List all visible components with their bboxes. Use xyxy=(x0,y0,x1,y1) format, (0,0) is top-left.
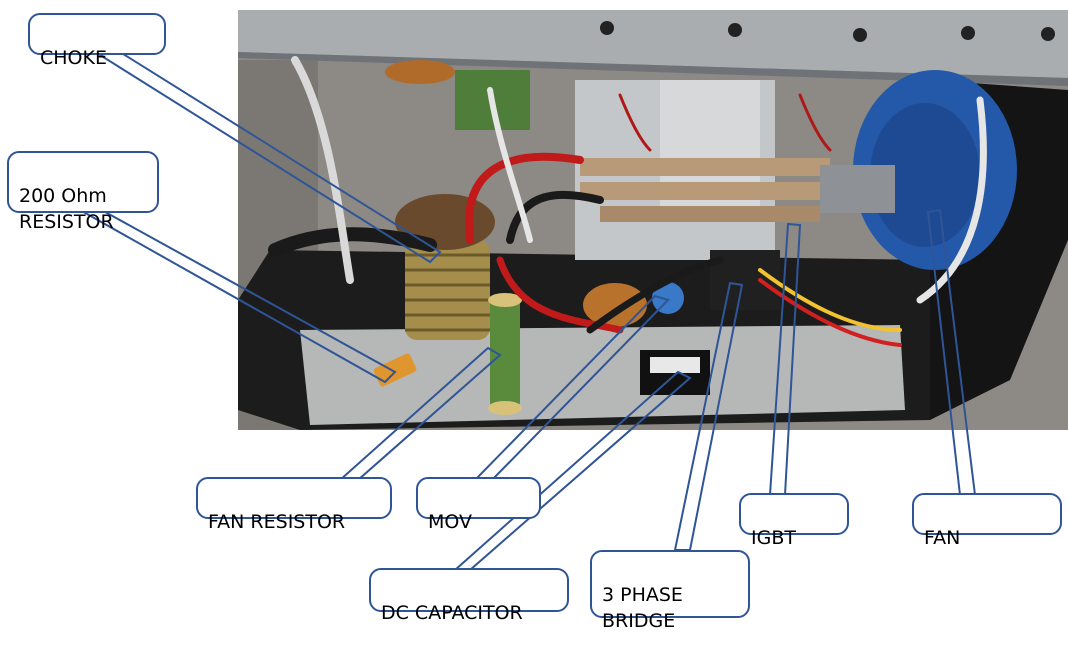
callout-fan-resistor-text: FAN RESISTOR xyxy=(208,511,346,533)
bus-bar xyxy=(580,158,830,176)
callout-fan-resistor: FAN RESISTOR xyxy=(196,477,392,533)
callout-choke-text: CHOKE xyxy=(40,47,107,69)
igbt-module-block xyxy=(820,165,895,213)
annotated-photo-diagram: CHOKE 200 Ohm RESISTOR FAN RESISTOR MOV … xyxy=(7,10,1068,632)
callout-choke: CHOKE xyxy=(28,13,166,69)
callout-200-ohm-resistor: 200 Ohm RESISTOR xyxy=(7,151,159,233)
cover-grommet xyxy=(961,26,975,40)
top-toroid xyxy=(385,60,455,84)
callout-dc-capacitor-text: DC CAPACITOR xyxy=(381,602,523,624)
top-metal-cover xyxy=(238,10,1068,78)
fan-resistor-cap xyxy=(488,401,522,415)
top-cover-edge xyxy=(238,52,1068,86)
fan-resistor-body xyxy=(490,298,520,408)
dc-capacitor-sticker xyxy=(650,357,700,373)
small-toroid xyxy=(583,283,647,327)
callout-200-ohm-resistor-text: 200 Ohm RESISTOR xyxy=(19,185,114,233)
callout-mov: MOV xyxy=(416,477,541,533)
callout-3-phase-bridge: 3 PHASE BRIDGE xyxy=(590,550,750,632)
bus-bar xyxy=(580,182,830,200)
cover-grommet xyxy=(1041,27,1055,41)
cover-grommet xyxy=(600,21,614,35)
callout-dc-capacitor: DC CAPACITOR xyxy=(369,568,569,624)
callout-mov-text: MOV xyxy=(428,511,473,533)
welder-interior-photo xyxy=(238,10,1068,430)
cover-grommet xyxy=(728,23,742,37)
callout-3-phase-bridge-text: 3 PHASE BRIDGE xyxy=(602,584,683,632)
bus-bar xyxy=(600,206,820,222)
cover-grommet xyxy=(853,28,867,42)
callout-fan-text: FAN xyxy=(924,527,961,549)
callout-igbt: IGBT xyxy=(739,493,849,549)
callout-igbt-text: IGBT xyxy=(751,527,796,549)
fan-resistor-cap xyxy=(488,293,522,307)
callout-fan: FAN xyxy=(912,493,1062,549)
